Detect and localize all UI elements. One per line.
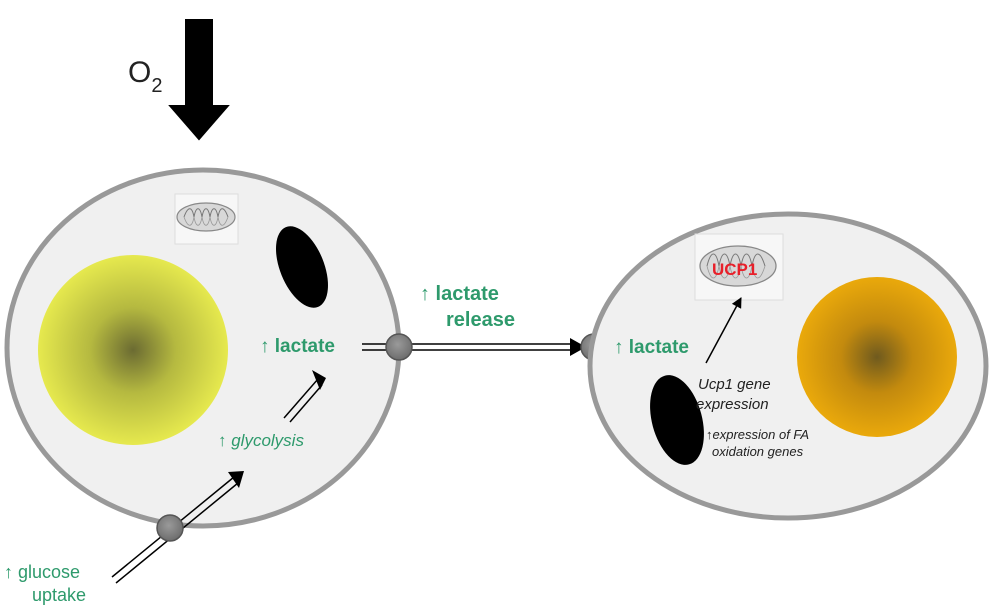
left-mitochondrion-icon <box>174 193 239 245</box>
right-lactate-label: ↑ lactate <box>614 337 689 358</box>
oxygen-arrow <box>163 17 235 144</box>
glucose-transporter <box>156 514 184 542</box>
right-dark-organelle <box>650 375 704 465</box>
left-lactate-label: ↑ lactate <box>260 336 335 357</box>
fa-oxidation-label-2: oxidation genes <box>712 444 804 459</box>
left-cell: ↑ lactate ↑ glycolysis <box>4 167 402 529</box>
left-dark-organelle <box>276 226 328 308</box>
ucp1-label: UCP1 <box>712 260 757 279</box>
ucp1-expression-label-2: expression <box>696 396 769 413</box>
glycolysis-label: ↑ glycolysis <box>218 431 304 450</box>
lactate-release-label-2: release <box>446 309 515 331</box>
glucose-uptake-label-2: uptake <box>32 585 86 605</box>
right-cell: UCP1 ↑ lactate <box>587 211 989 521</box>
right-mitochondrion-icon <box>694 233 784 301</box>
ucp1-expression-arrow <box>705 297 742 364</box>
fa-oxidation-label-1: ↑expression of FA <box>706 427 809 442</box>
glucose-uptake-label-1: ↑ glucose <box>4 562 80 582</box>
glycolysis-to-lactate-arrow <box>283 370 326 423</box>
left-nucleus <box>38 255 228 445</box>
left-lactate-transporter <box>385 333 413 361</box>
right-nucleus <box>797 277 957 437</box>
ucp1-expression-label-1: Ucp1 gene <box>698 376 771 393</box>
lactate-release-label-1: ↑ lactate <box>420 283 499 305</box>
oxygen-label: O2 <box>128 56 162 97</box>
